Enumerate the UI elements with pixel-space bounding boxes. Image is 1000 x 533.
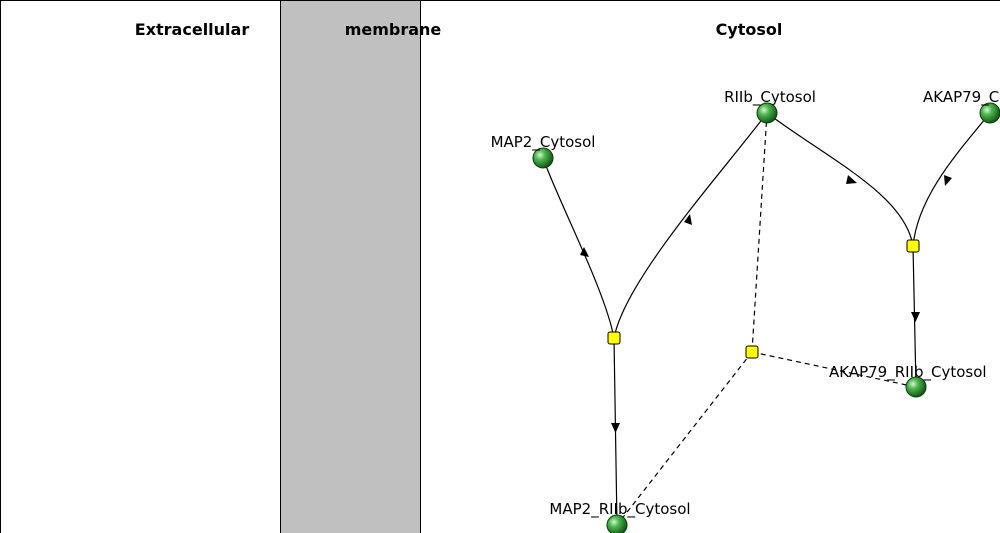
cytosol-label: Cytosol [716, 20, 783, 39]
extracellular-compartment [0, 0, 281, 533]
species-label-riib-cytosol: RIIb_Cytosol [724, 88, 816, 107]
edge-riib-to-reaction2 [766, 112, 914, 247]
extracellular-label: Extracellular [135, 20, 250, 39]
species-node-map2-riib-cytosol[interactable] [606, 514, 628, 533]
reaction-node[interactable] [906, 239, 920, 253]
dashed-edge-reaction3-to-map2riib [616, 351, 753, 526]
edge-arrow [944, 175, 952, 186]
edge-riib-to-reaction1 [613, 112, 768, 339]
membrane-label: membrane [345, 20, 442, 39]
edge-arrow [846, 175, 857, 184]
species-label-akap79-cytosol: AKAP79_Cytosol [923, 88, 1000, 107]
dashed-edge-reaction3-to-akap79riib [751, 351, 917, 388]
edge-akap79-to-reaction2 [912, 112, 991, 247]
cytosol-compartment [420, 0, 1000, 533]
edge-arrow [580, 247, 589, 257]
dashed-edge-riib-to-reaction3 [751, 112, 768, 353]
species-label-map2-cytosol: MAP2_Cytosol [491, 133, 596, 152]
reaction-node[interactable] [607, 331, 621, 345]
species-node-riib-cytosol[interactable] [756, 102, 778, 124]
edge-map2-to-reaction1 [542, 157, 615, 339]
species-node-akap79-cytosol[interactable] [979, 102, 1000, 124]
edge-arrow [611, 423, 620, 433]
edge-arrow [911, 312, 920, 322]
membrane-compartment [280, 0, 421, 533]
species-label-akap79-riib-cytosol: AKAP79_RIIb_Cytosol [829, 363, 987, 382]
reaction-node[interactable] [745, 345, 759, 359]
edge-arrow [684, 214, 692, 225]
species-node-akap79-riib-cytosol[interactable] [905, 376, 927, 398]
species-node-map2-cytosol[interactable] [532, 147, 554, 169]
species-label-map2-riib-cytosol: MAP2_RIIb_Cytosol [549, 500, 690, 519]
